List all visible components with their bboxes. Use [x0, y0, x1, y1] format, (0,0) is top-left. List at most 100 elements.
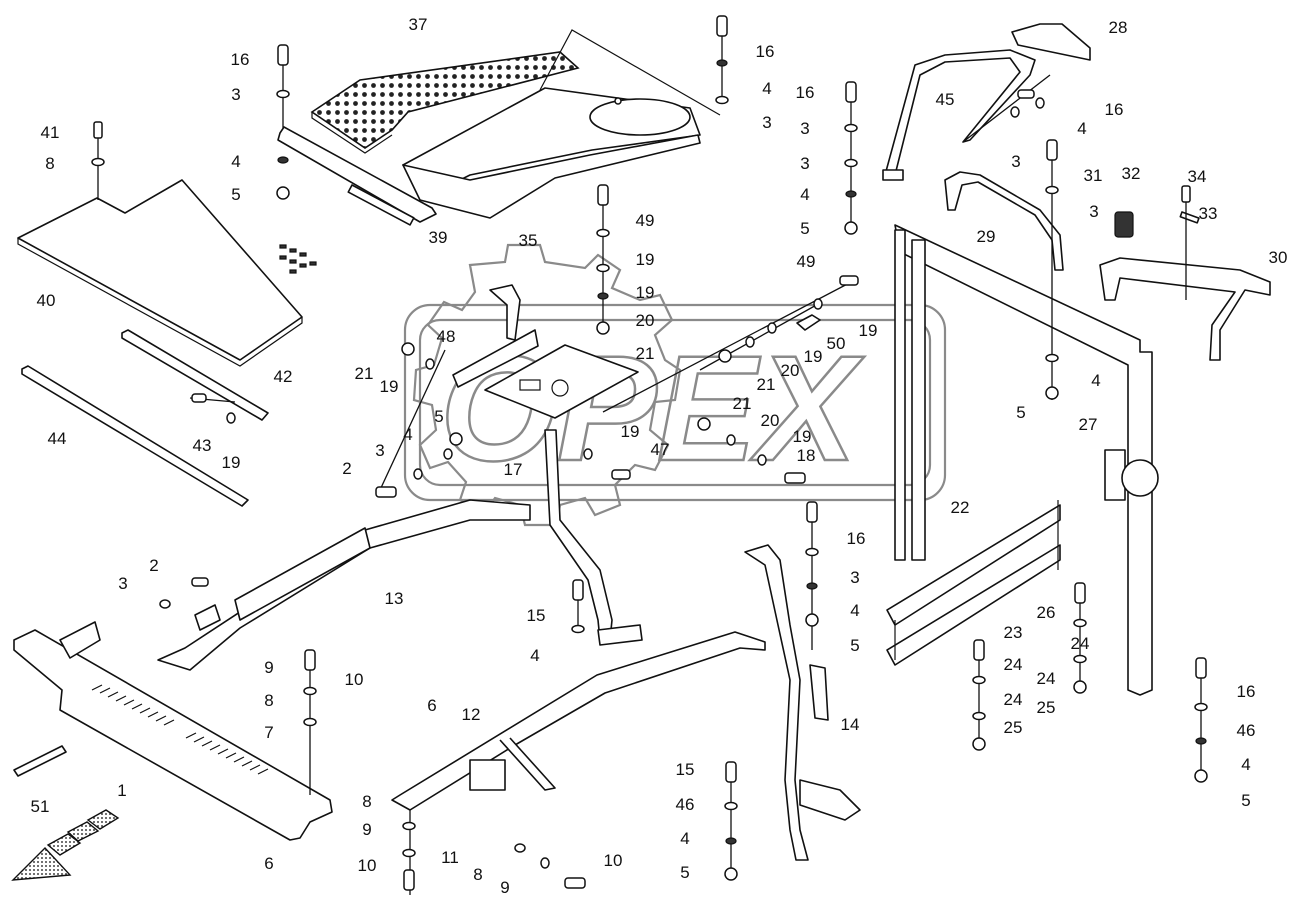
part-32-switch[interactable]: [1114, 211, 1134, 238]
part-37-step-plate[interactable]: [310, 51, 580, 154]
callout-4[interactable]: 4: [1091, 371, 1100, 390]
callout-4[interactable]: 4: [403, 425, 412, 444]
callout-21[interactable]: 21: [757, 375, 776, 394]
callout-16[interactable]: 16: [796, 83, 815, 102]
callout-23[interactable]: 23: [1004, 623, 1023, 642]
callout-42[interactable]: 42: [274, 367, 293, 386]
callout-5[interactable]: 5: [231, 185, 240, 204]
callout-24[interactable]: 24: [1004, 655, 1023, 674]
callout-44[interactable]: 44: [48, 429, 67, 448]
part-mounting-plate[interactable]: [484, 344, 639, 419]
callout-40[interactable]: 40: [37, 291, 56, 310]
part-33-plate[interactable]: [1179, 211, 1200, 224]
callout-13[interactable]: 13: [385, 589, 404, 608]
callout-16[interactable]: 16: [1105, 100, 1124, 119]
callout-3[interactable]: 3: [1089, 202, 1098, 221]
callout-46[interactable]: 46: [1237, 721, 1256, 740]
part-29-handrail[interactable]: [944, 171, 1064, 271]
fasteners[interactable]: [91, 15, 1208, 891]
callout-2[interactable]: 2: [342, 459, 351, 478]
part-45-handle-bar[interactable]: [882, 49, 1036, 181]
callout-19[interactable]: 19: [636, 250, 655, 269]
callout-19[interactable]: 19: [859, 321, 878, 340]
callout-3[interactable]: 3: [231, 85, 240, 104]
callout-34[interactable]: 34: [1188, 167, 1207, 186]
callout-19[interactable]: 19: [793, 427, 812, 446]
callout-3[interactable]: 3: [375, 441, 384, 460]
callout-18[interactable]: 18: [797, 446, 816, 465]
callout-17[interactable]: 17: [504, 460, 523, 479]
callout-10[interactable]: 10: [345, 670, 364, 689]
part-44-strip[interactable]: [21, 365, 249, 507]
callout-6[interactable]: 6: [427, 696, 436, 715]
callout-3[interactable]: 3: [800, 154, 809, 173]
callout-9[interactable]: 9: [500, 878, 509, 897]
callout-4[interactable]: 4: [1241, 755, 1250, 774]
callout-20[interactable]: 20: [636, 311, 655, 330]
callout-9[interactable]: 9: [362, 820, 371, 839]
part-30-handrail[interactable]: [1099, 257, 1271, 361]
callout-49[interactable]: 49: [797, 252, 816, 271]
callout-4[interactable]: 4: [530, 646, 539, 665]
callout-30[interactable]: 30: [1269, 248, 1288, 267]
callout-3[interactable]: 3: [762, 113, 771, 132]
callout-19[interactable]: 19: [804, 347, 823, 366]
callout-10[interactable]: 10: [604, 851, 623, 870]
callout-20[interactable]: 20: [781, 361, 800, 380]
callout-25[interactable]: 25: [1004, 718, 1023, 737]
callout-26[interactable]: 26: [1037, 603, 1056, 622]
part-35-cover[interactable]: [402, 29, 721, 219]
part-48-bracket[interactable]: [452, 284, 539, 388]
part-40-floor-panel[interactable]: [17, 179, 317, 367]
callout-19[interactable]: 19: [222, 453, 241, 472]
callout-12[interactable]: 12: [462, 705, 481, 724]
callout-4[interactable]: 4: [800, 185, 809, 204]
part-50-clip[interactable]: [796, 314, 821, 331]
callout-5[interactable]: 5: [800, 219, 809, 238]
callout-19[interactable]: 19: [636, 283, 655, 302]
callout-5[interactable]: 5: [1241, 791, 1250, 810]
part-22-cross-frame[interactable]: [886, 500, 1061, 666]
callout-15[interactable]: 15: [527, 606, 546, 625]
callout-2[interactable]: 2: [149, 556, 158, 575]
part-13-side-rail[interactable]: [157, 499, 531, 671]
part-28-cap[interactable]: [1011, 23, 1091, 61]
callout-51[interactable]: 51: [31, 797, 50, 816]
callout-3[interactable]: 3: [1011, 152, 1020, 171]
callout-4[interactable]: 4: [1077, 119, 1086, 138]
callout-21[interactable]: 21: [636, 344, 655, 363]
callout-8[interactable]: 8: [264, 691, 273, 710]
callout-46[interactable]: 46: [676, 795, 695, 814]
callout-3[interactable]: 3: [850, 568, 859, 587]
callout-8[interactable]: 8: [362, 792, 371, 811]
callout-1[interactable]: 1: [117, 781, 126, 800]
callout-48[interactable]: 48: [437, 327, 456, 346]
callout-20[interactable]: 20: [761, 411, 780, 430]
callout-28[interactable]: 28: [1109, 18, 1128, 37]
callout-39[interactable]: 39: [429, 228, 448, 247]
callout-31[interactable]: 31: [1084, 166, 1103, 185]
callout-19[interactable]: 19: [380, 377, 399, 396]
callout-24[interactable]: 24: [1071, 634, 1090, 653]
callout-25[interactable]: 25: [1037, 698, 1056, 717]
callout-5[interactable]: 5: [850, 636, 859, 655]
callout-9[interactable]: 9: [264, 658, 273, 677]
callout-10[interactable]: 10: [358, 856, 377, 875]
callout-8[interactable]: 8: [45, 154, 54, 173]
callout-5[interactable]: 5: [1016, 403, 1025, 422]
callout-21[interactable]: 21: [733, 394, 752, 413]
callout-27[interactable]: 27: [1079, 415, 1098, 434]
callout-4[interactable]: 4: [231, 152, 240, 171]
callout-4[interactable]: 4: [850, 601, 859, 620]
callout-15[interactable]: 15: [676, 760, 695, 779]
callout-43[interactable]: 43: [193, 436, 212, 455]
callout-3[interactable]: 3: [800, 119, 809, 138]
callout-16[interactable]: 16: [231, 50, 250, 69]
part-42-strip[interactable]: [121, 329, 269, 421]
callout-7[interactable]: 7: [264, 723, 273, 742]
callout-3[interactable]: 3: [118, 574, 127, 593]
callout-5[interactable]: 5: [434, 407, 443, 426]
callout-19[interactable]: 19: [621, 422, 640, 441]
part-27-frame[interactable]: [894, 224, 1159, 696]
callout-49[interactable]: 49: [636, 211, 655, 230]
